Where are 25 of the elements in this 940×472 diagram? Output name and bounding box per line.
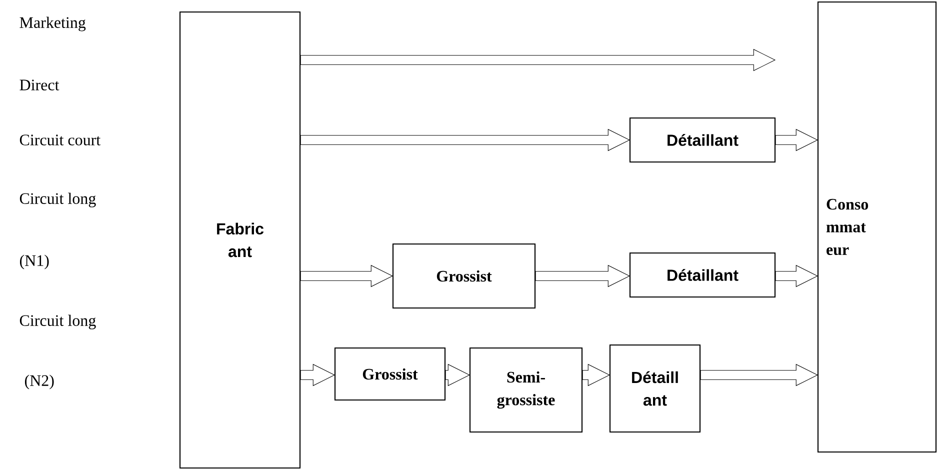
hollow-arrow	[300, 48, 776, 72]
intermediary-box: Grossist	[334, 347, 446, 401]
channel-label: Circuit court	[20, 134, 100, 146]
hollow-arrow	[300, 128, 630, 152]
intermediary-box: Détaill ant	[609, 344, 701, 433]
intermediary-box: Détaillant	[629, 252, 776, 298]
hollow-arrow	[300, 364, 336, 386]
hollow-arrow	[535, 264, 630, 288]
intermediary-box: Grossist	[392, 243, 536, 309]
hollow-arrow	[445, 364, 470, 386]
hollow-arrow	[582, 364, 610, 386]
channel-label: Circuit long	[20, 192, 96, 208]
consumer-box: Conso mmat eur	[817, 1, 937, 453]
intermediary-box: Semi- grossiste	[469, 347, 583, 433]
channel-label: (N2)	[24, 374, 54, 390]
hollow-arrow	[300, 264, 394, 288]
intermediary-box: Détaillant	[629, 117, 776, 163]
channel-label: Circuit long	[20, 314, 96, 330]
manufacturer-box: Fabric ant	[179, 11, 301, 469]
hollow-arrow	[775, 264, 818, 288]
channel-label: (N1)	[20, 254, 49, 270]
channel-label: Direct	[20, 80, 60, 90]
hollow-arrow	[700, 364, 818, 386]
channel-label: Marketing	[20, 16, 86, 32]
hollow-arrow	[775, 128, 818, 152]
